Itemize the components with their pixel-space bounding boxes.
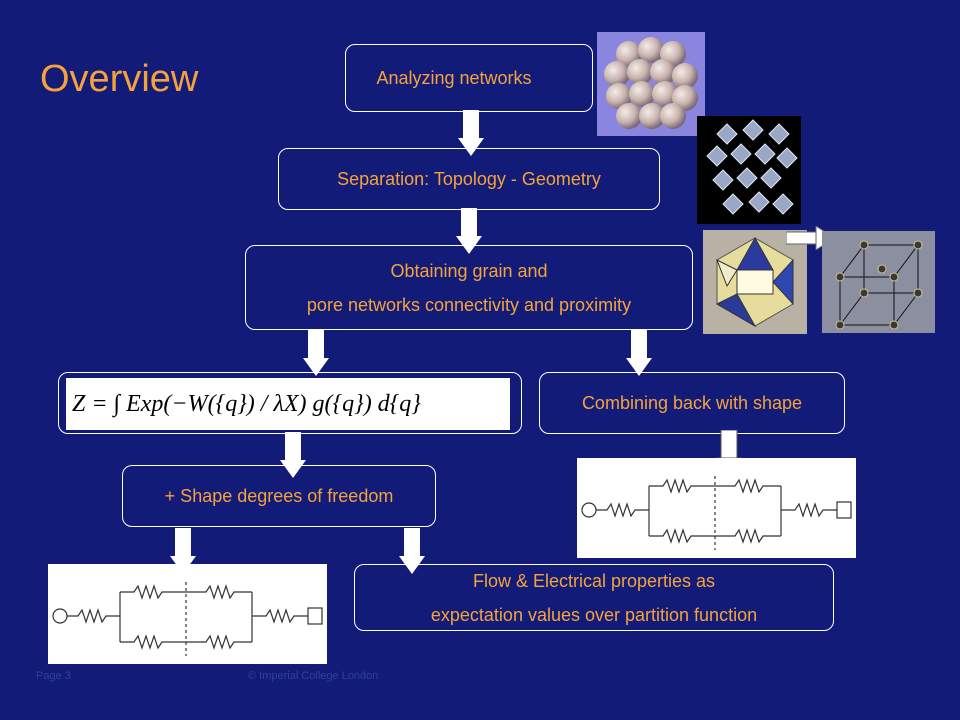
obtaining-networks-box: Obtaining grain and pore networks connec… bbox=[245, 245, 693, 330]
shape-dof-label: + Shape degrees of freedom bbox=[164, 486, 394, 506]
arrow-down-3b bbox=[626, 330, 652, 376]
copyright-notice: © Imperial College London bbox=[248, 670, 379, 682]
partition-function-formula: Z = ∫ Exp(−W({q}) / λX) g({q}) d{q} bbox=[66, 378, 510, 430]
arrow-down-3a bbox=[303, 330, 329, 376]
flow-properties-box: Flow & Electrical properties as expectat… bbox=[354, 564, 834, 631]
combining-shape-box: Combining back with shape bbox=[539, 372, 845, 434]
flow-line-1: Flow & Electrical properties as bbox=[472, 570, 716, 591]
analyzing-networks-box: Analyzing networks bbox=[345, 44, 593, 112]
sphere-packing-image bbox=[597, 32, 705, 136]
polyhedron-image bbox=[703, 230, 807, 334]
page-number: Page 3 bbox=[36, 670, 71, 682]
flow-line-2: expectation values over partition functi… bbox=[430, 604, 758, 625]
spring-network-diagram-right bbox=[577, 458, 856, 558]
separation-box: Separation: Topology - Geometry bbox=[278, 148, 660, 210]
obtaining-line-2: pore networks connectivity and proximity bbox=[306, 294, 632, 315]
spring-network-diagram-left bbox=[48, 564, 327, 664]
obtaining-line-1: Obtaining grain and bbox=[390, 260, 548, 281]
separation-label: Separation: Topology - Geometry bbox=[337, 169, 601, 189]
octahedra-lattice-image bbox=[697, 116, 801, 224]
shape-dof-box: + Shape degrees of freedom bbox=[122, 465, 436, 527]
slide-title: Overview bbox=[40, 58, 199, 100]
combining-label: Combining back with shape bbox=[581, 393, 803, 413]
cubic-lattice-image bbox=[822, 231, 935, 333]
analyzing-networks-label: Analyzing networks bbox=[376, 68, 532, 88]
